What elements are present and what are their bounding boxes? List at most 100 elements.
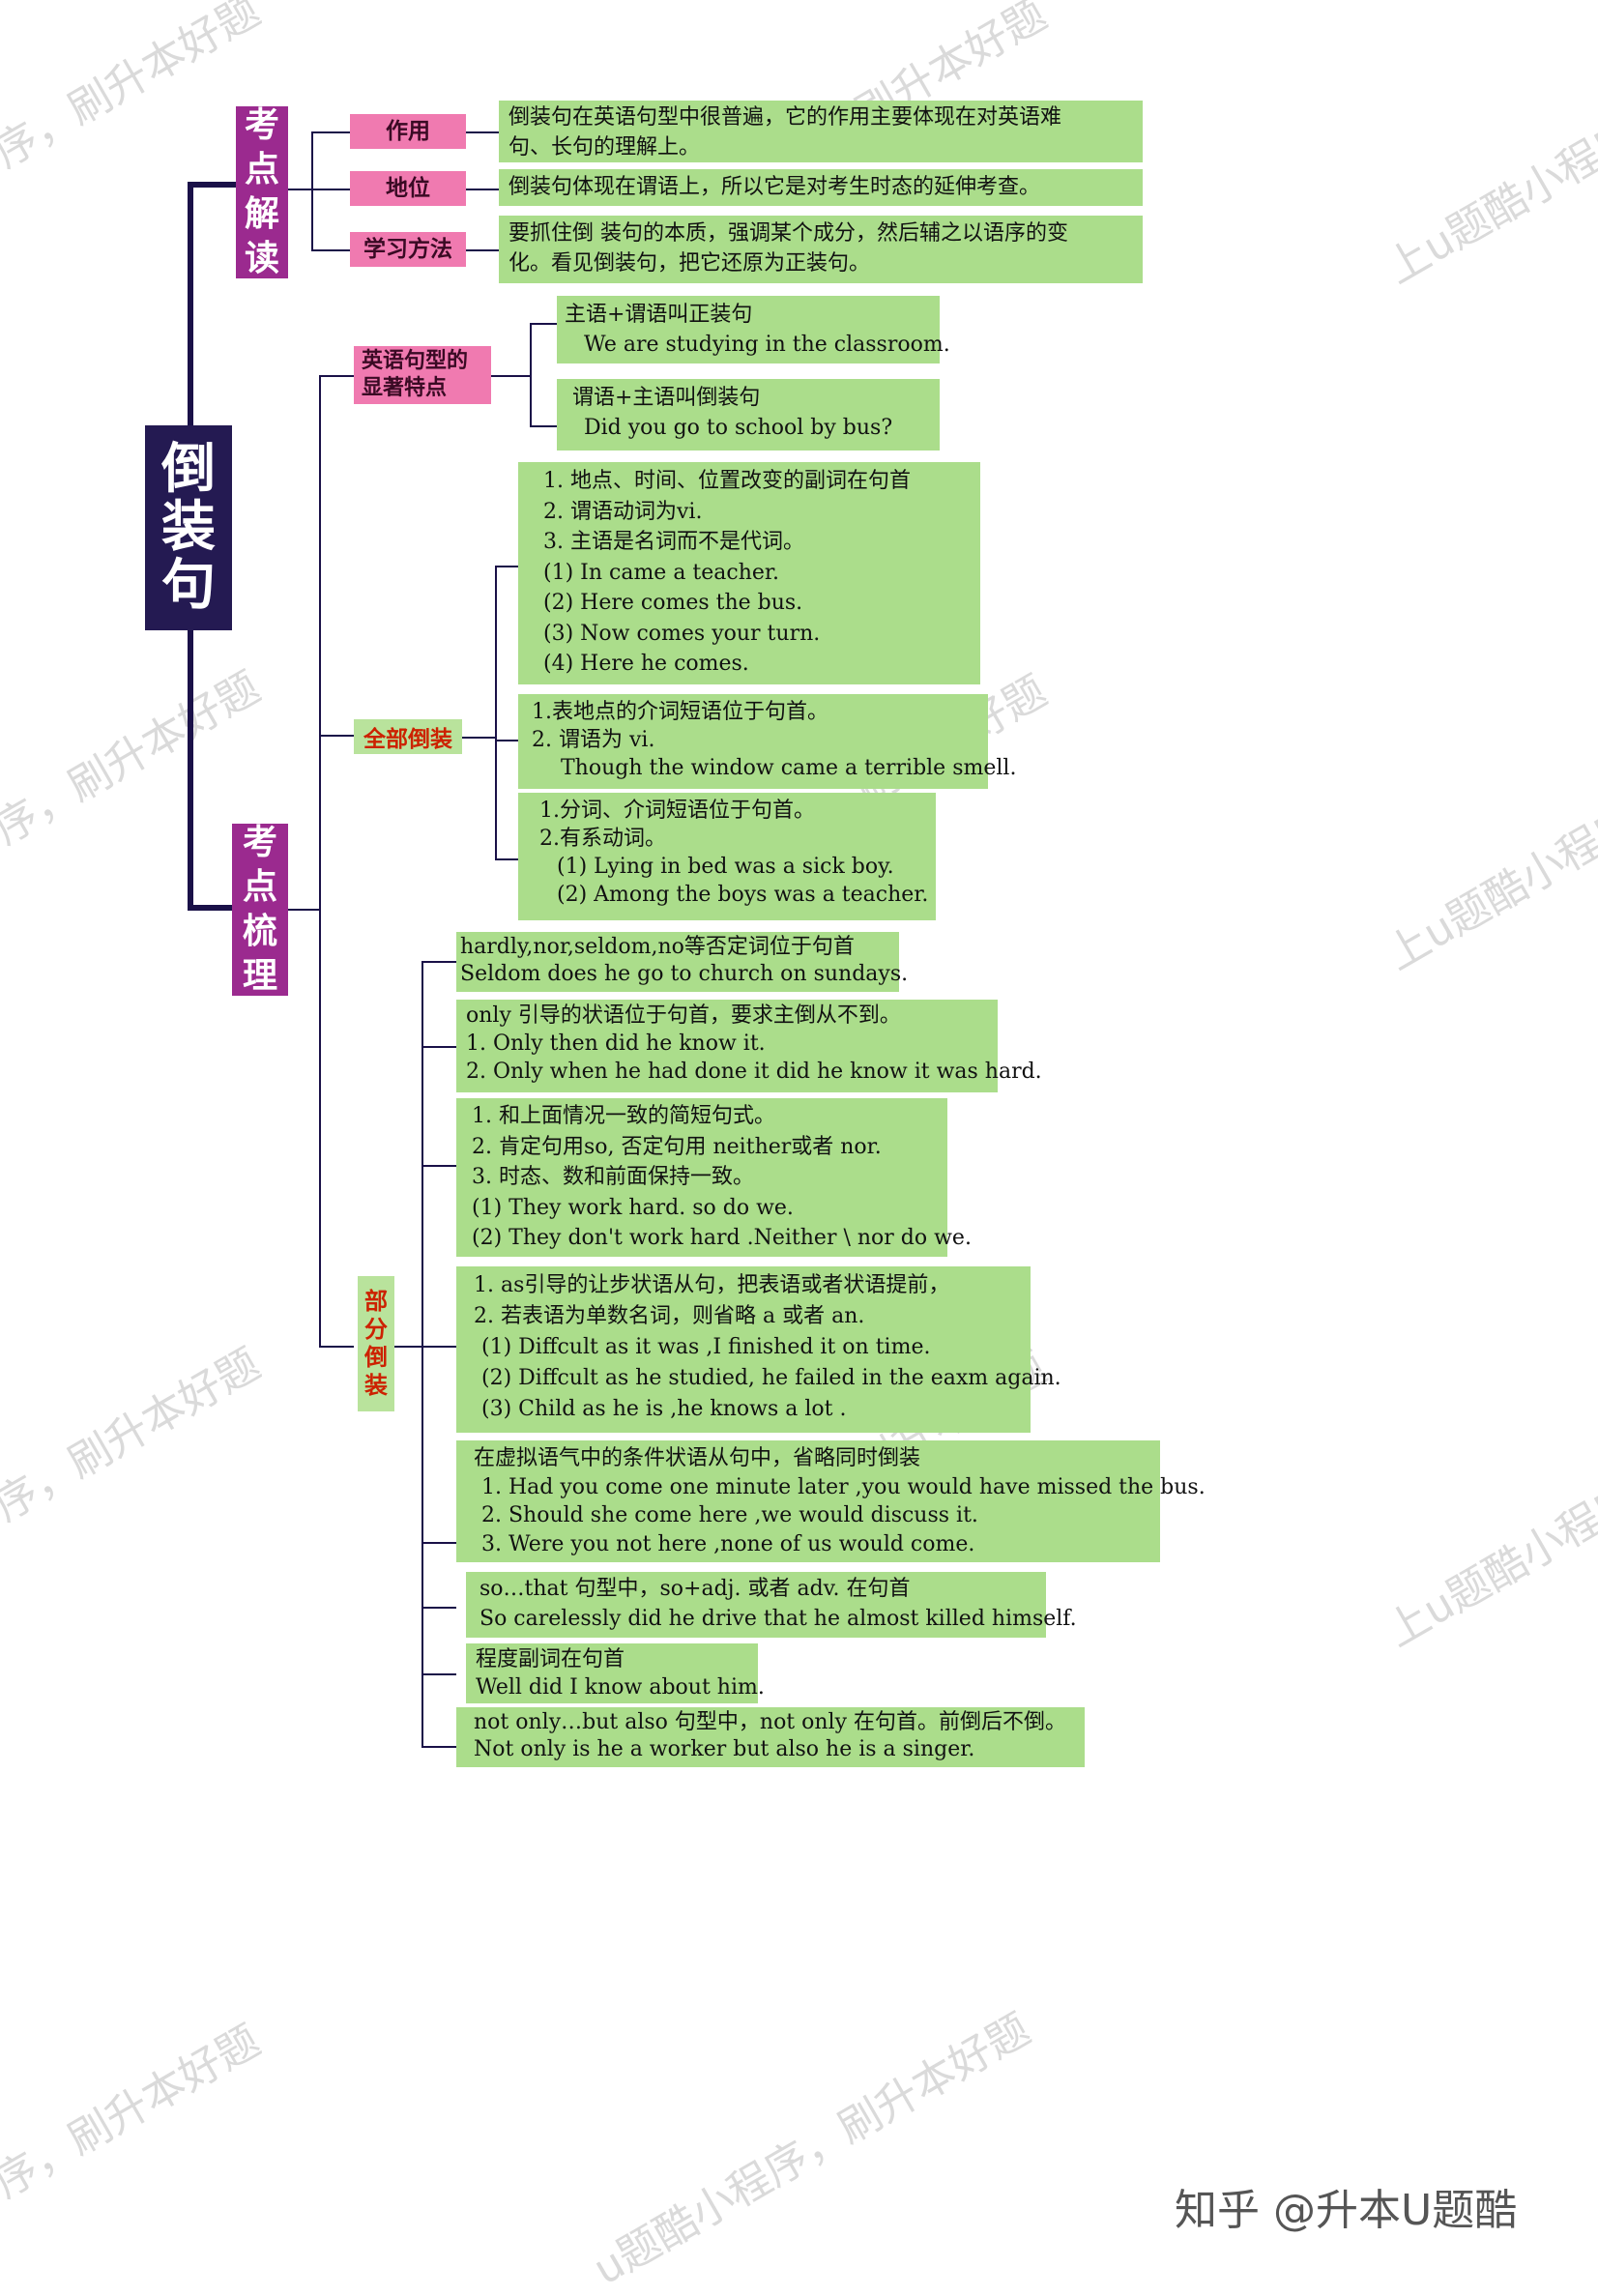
connector: [530, 323, 557, 325]
text-line: (2) Among the boys was a teacher.: [557, 883, 929, 907]
text-box-full-3: 1.分词、介词短语位于句首。 2.有系动词。 (1) Lying in bed …: [518, 793, 936, 920]
connector: [466, 189, 499, 190]
text-line: 谓语+主语叫倒装句: [572, 386, 761, 410]
text-line: 化。看见倒装句，把它还原为正装句。: [508, 251, 871, 276]
text-line: Seldom does he go to church on sundays.: [460, 962, 909, 986]
watermark: u题酷小程序，刷升本好题: [585, 2004, 1039, 2295]
label-status: 地位: [350, 171, 466, 206]
connector: [311, 131, 350, 133]
connector: [421, 1165, 456, 1167]
watermark: 序，刷升本好题: [0, 2016, 269, 2208]
text-line: (1) Diffcult as it was ,I finished it on…: [481, 1335, 931, 1359]
connector: [421, 1673, 456, 1675]
title-char: 考: [242, 823, 277, 862]
title-char: 倒: [161, 438, 216, 501]
text-box-partial-6: so…that 句型中，so+adj. 或者 adv. 在句首 So carel…: [466, 1572, 1077, 1638]
section-title: 考点梳理: [243, 821, 277, 999]
text-line: (3) Child as he is ,he knows a lot .: [481, 1397, 847, 1421]
watermark: 上u题酷小程序: [1378, 109, 1598, 294]
text-line: Did you go to school by bus?: [584, 416, 893, 440]
connector: [495, 740, 518, 741]
connector: [495, 566, 497, 859]
title-char: 句: [161, 554, 216, 617]
title-char: 梳: [242, 912, 277, 951]
label-partial-inversion: 部 分 倒 装: [358, 1276, 394, 1411]
connector: [421, 1046, 456, 1048]
label-sentence-features: 英语句型的 显著特点: [354, 346, 491, 404]
text-line: 程度副词在句首: [476, 1647, 625, 1671]
label-full-inversion: 全部倒装: [354, 719, 462, 754]
label-method: 学习方法: [350, 232, 466, 267]
connector: [288, 909, 321, 911]
text-line: 1. 地点、时间、位置改变的副词在句首: [543, 469, 911, 493]
text-line: (4) Here he comes.: [543, 652, 749, 676]
connector: [495, 858, 518, 860]
text-line: So carelessly did he drive that he almos…: [479, 1607, 1077, 1631]
text-line: (1) In came a teacher.: [543, 560, 780, 585]
connector: [319, 735, 354, 737]
text-line: 倒装句在英语句型中很普遍，它的作用主要体现在对英语难: [508, 105, 1062, 130]
watermark: 序，刷升本好题: [0, 0, 269, 178]
watermark: 上u题酷小程序: [1378, 1472, 1598, 1657]
connector: [491, 375, 532, 377]
text-box-partial-1: hardly,nor,seldom,no等否定词位于句首 Seldom does…: [456, 932, 909, 992]
text-line: (2) They don't work hard .Neither \ nor …: [472, 1226, 972, 1250]
text-line: 2. Only when he had done it did he know …: [466, 1060, 1042, 1084]
watermark: 上u题酷小程序: [1378, 796, 1598, 980]
connector: [421, 1607, 456, 1609]
section-header-bottom: 考点梳理: [232, 821, 288, 999]
root-topic: 倒装句: [145, 425, 232, 630]
text-line: 1. Only then did he know it.: [466, 1032, 766, 1056]
connector: [311, 249, 350, 251]
text-box-full-2: 1.表地点的介词短语位于句首。 2. 谓语为 vi. Though the wi…: [518, 694, 1017, 789]
connector: [466, 131, 499, 133]
text-line: 3. Were you not here ,none of us would c…: [481, 1531, 975, 1556]
connector: [188, 905, 236, 911]
text-line: 在虚拟语气中的条件状语从句中，省略同时倒装: [474, 1446, 921, 1470]
root-title: 倒装句: [161, 441, 216, 615]
text-line: We are studying in the classroom.: [584, 333, 950, 357]
section-header-top: 考点解读: [236, 103, 288, 281]
text-box-partial-5: 在虚拟语气中的条件状语从句中，省略同时倒装 1. Had you come on…: [456, 1440, 1206, 1562]
text-box-role: 倒装句在英语句型中很普遍，它的作用主要体现在对英语难 句、长句的理解上。: [499, 101, 1143, 162]
text-line: 1.分词、介词短语位于句首。: [539, 799, 815, 823]
text-line: 1. 和上面情况一致的简短句式。: [472, 1104, 775, 1128]
connector: [288, 189, 313, 190]
title-char: 点: [244, 150, 279, 189]
connector: [188, 182, 236, 188]
text-line: only 引导的状语位于句首，要求主倒从不到。: [466, 1003, 901, 1028]
text-line: Though the window came a terrible smell.: [561, 756, 1017, 780]
connector: [466, 249, 499, 251]
text-line: 主语+谓语叫正装句: [565, 303, 753, 327]
connector: [421, 1542, 456, 1544]
label-line: 英语句型的: [362, 349, 469, 373]
text-box-partial-4: 1. as引导的让步状语从句，把表语或者状语提前， 2. 若表语为单数名词，则省…: [456, 1266, 1061, 1433]
text-line: 2.有系动词。: [539, 827, 666, 851]
text-box-normal-order: 主语+谓语叫正装句 We are studying in the classro…: [557, 296, 950, 363]
text-line: 1. Had you come one minute later ,you wo…: [481, 1474, 1206, 1499]
connector: [394, 1346, 423, 1348]
text-line: 3. 时态、数和前面保持一致。: [472, 1165, 754, 1189]
connector: [311, 189, 350, 190]
connector: [319, 375, 321, 1347]
text-line: 句、长句的理解上。: [508, 135, 701, 160]
text-box-status: 倒装句体现在谓语上，所以它是对考生时态的延伸考查。: [499, 169, 1143, 206]
title-char: 理: [242, 956, 277, 996]
section-title: 考点解读: [245, 103, 279, 281]
text-box-full-1: 1. 地点、时间、位置改变的副词在句首 2. 谓语动词为vi. 3. 主语是名词…: [518, 462, 980, 684]
text-line: 2. 若表语为单数名词，则省略 a 或者 an.: [474, 1304, 865, 1328]
text-line: 3. 主语是名词而不是代词。: [543, 530, 804, 554]
watermark: 序，刷升本好题: [0, 662, 269, 855]
title-char: 读: [244, 239, 279, 278]
title-char: 点: [242, 867, 277, 907]
footer-credit: 知乎 @升本U题酷: [1175, 2186, 1518, 2235]
title-char: 考: [244, 105, 279, 145]
text-box-partial-2: only 引导的状语位于句首，要求主倒从不到。 1. Only then did…: [456, 1000, 1042, 1092]
text-line: (1) They work hard. so do we.: [472, 1195, 794, 1220]
watermark: 序，刷升本好题: [0, 1339, 269, 1531]
text-line: Well did I know about him.: [476, 1675, 765, 1700]
text-line: 要抓住倒 装句的本质，强调某个成分，然后辅之以语序的变: [508, 221, 1068, 246]
connector: [319, 375, 354, 377]
label-role: 作用: [350, 114, 466, 149]
label-line: 显著特点: [362, 376, 448, 400]
